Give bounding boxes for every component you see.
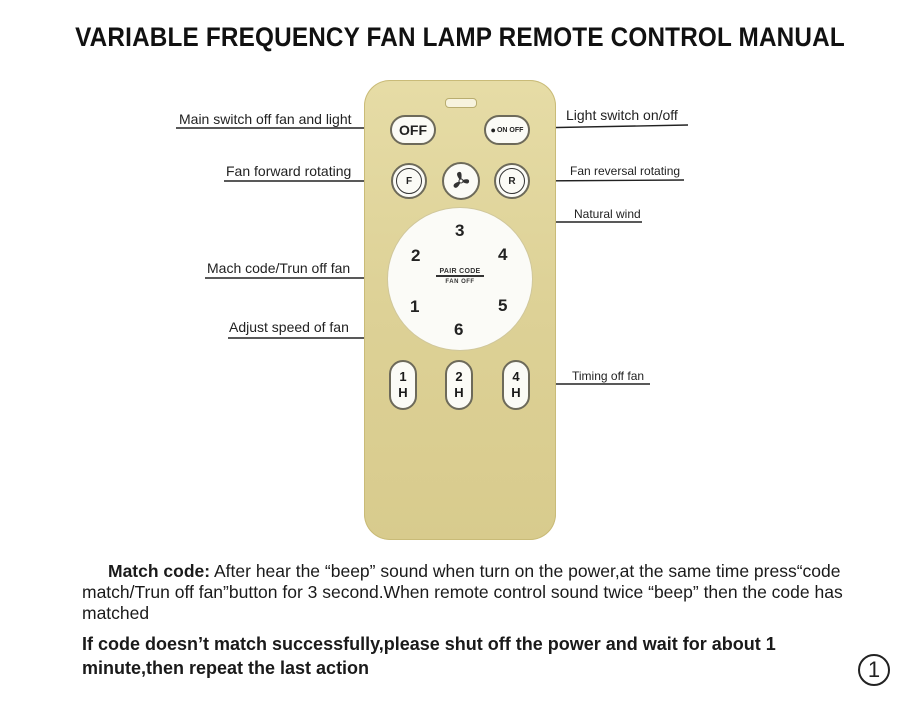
fan-reverse-button[interactable]: R: [494, 163, 530, 199]
speed-6-button[interactable]: 6: [454, 320, 464, 339]
speed-2-button[interactable]: 2: [411, 246, 421, 265]
code-fail-instructions: If code doesn’t match successfully,pleas…: [82, 634, 776, 678]
pair-code-button[interactable]: PAIR CODE FAN OFF: [430, 268, 490, 285]
match-code-instructions: Match code: After hear the “beep” sound …: [82, 561, 862, 624]
off-button[interactable]: OFF: [390, 115, 436, 145]
page-number: 1: [858, 654, 890, 686]
light-on-off-button[interactable]: ● ON OFF: [484, 115, 530, 145]
speed-3-button[interactable]: 3: [455, 221, 465, 240]
timer-1h-number: 1: [399, 369, 407, 384]
label-adjust-speed: Adjust speed of fan: [229, 319, 349, 335]
fan-off-label: FAN OFF: [445, 279, 475, 285]
speed-dial: [388, 208, 532, 350]
timer-2h-unit: H: [454, 385, 464, 400]
manual-title: VARIABLE FREQUENCY FAN LAMP REMOTE CONTR…: [75, 22, 845, 52]
timer-4h-button[interactable]: 4 H: [502, 360, 530, 410]
label-light-switch: Light switch on/off: [566, 107, 678, 123]
label-timing-off: Timing off fan: [572, 369, 645, 383]
label-main-switch: Main switch off fan and light: [179, 111, 352, 127]
speed-5-button[interactable]: 5: [498, 296, 508, 315]
timer-1h-button[interactable]: 1 H: [389, 360, 417, 410]
fan-forward-button[interactable]: F: [391, 163, 427, 199]
label-fan-forward: Fan forward rotating: [226, 163, 352, 179]
label-natural-wind: Natural wind: [574, 207, 641, 221]
match-code-text: After hear the “beep” sound when turn on…: [82, 561, 843, 623]
label-match-code: Mach code/Trun off fan: [207, 260, 351, 276]
natural-wind-button[interactable]: [442, 162, 480, 200]
bulb-icon: ●: [490, 125, 496, 135]
speed-1-button[interactable]: 1: [410, 297, 420, 316]
pair-code-label: PAIR CODE: [436, 268, 484, 277]
light-button-label: ON OFF: [496, 126, 524, 134]
timer-2h-number: 2: [455, 369, 463, 384]
reverse-rotation-icon: R: [499, 168, 525, 194]
timer-4h-number: 4: [512, 369, 520, 384]
ir-window: [445, 98, 477, 108]
timer-4h-unit: H: [511, 385, 521, 400]
timer-2h-button[interactable]: 2 H: [445, 360, 473, 410]
match-code-lead: Match code:: [108, 561, 211, 581]
speed-4-button[interactable]: 4: [498, 245, 508, 264]
fan-icon: [453, 171, 470, 188]
timer-1h-unit: H: [398, 385, 408, 400]
label-fan-reversal: Fan reversal rotating: [570, 164, 681, 178]
forward-rotation-icon: F: [396, 168, 422, 194]
